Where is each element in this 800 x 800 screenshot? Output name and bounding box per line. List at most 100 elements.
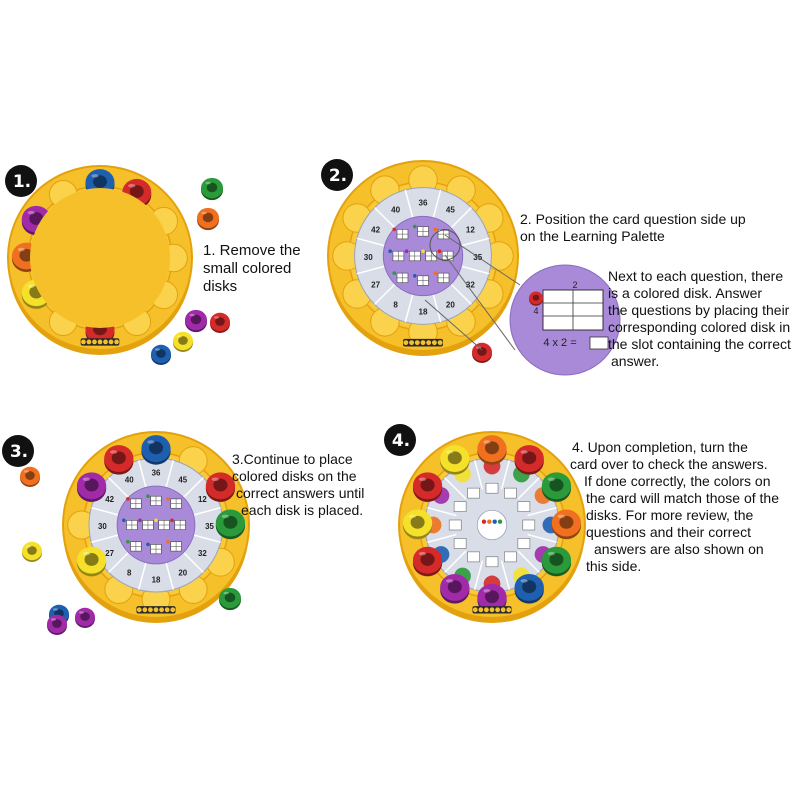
placed-disk xyxy=(514,445,544,475)
step-4-instructions: 4. Upon completion, turn the card over t… xyxy=(570,439,779,575)
card-answer: 20 xyxy=(178,568,187,577)
disk-hole xyxy=(148,441,164,455)
answer-grid xyxy=(453,538,467,549)
question-color-dot xyxy=(433,271,438,275)
question-color-dot xyxy=(166,539,170,544)
card-divider xyxy=(108,477,131,500)
disk-highlight xyxy=(547,477,555,481)
question-color-dot xyxy=(437,249,442,254)
card-divider xyxy=(427,533,457,544)
callout-source-ring xyxy=(429,229,461,261)
answer-grid xyxy=(467,487,480,499)
brand-logo-dot xyxy=(478,607,484,613)
question-color-dot xyxy=(146,494,150,499)
card-answer: 18 xyxy=(419,308,428,317)
logo-dot xyxy=(497,519,503,524)
disk-highlight xyxy=(418,551,427,556)
placed-disk xyxy=(141,435,171,465)
disk-hole xyxy=(29,212,44,225)
disk-hole xyxy=(410,515,425,529)
callout-line: answer. xyxy=(611,353,660,369)
card-answer: 8 xyxy=(393,300,398,309)
question-color-dot xyxy=(154,518,158,523)
placed-disk xyxy=(440,445,470,475)
disk-highlight xyxy=(446,579,454,583)
card-divider xyxy=(404,189,414,220)
disk-highlight xyxy=(51,618,56,621)
brand-logo-dot xyxy=(495,607,500,613)
badge-circle xyxy=(5,165,37,197)
brand-logo-dot xyxy=(92,339,97,345)
card-divider xyxy=(432,189,442,220)
colored-disk xyxy=(210,312,230,333)
disk-highlight xyxy=(82,477,91,481)
card-divider xyxy=(459,237,490,247)
disk-highlight xyxy=(211,477,219,481)
card-answer: 45 xyxy=(446,206,455,215)
placed-disk xyxy=(412,546,443,577)
colored-disk xyxy=(22,541,42,562)
card-divider xyxy=(459,265,490,275)
card-answer: 8 xyxy=(127,568,132,577)
question-color-dot xyxy=(126,497,130,501)
step-2-instructions: 2. Position the card question side up on… xyxy=(520,211,746,245)
answer-grid xyxy=(485,482,499,494)
card-answer: 40 xyxy=(125,476,134,485)
disk-highlight xyxy=(53,608,58,611)
disk-hole xyxy=(484,590,500,604)
question-color-dot xyxy=(412,274,417,278)
step-3-line: 3.Continue to place xyxy=(232,451,353,467)
logo-dot xyxy=(481,519,487,524)
disk-hole xyxy=(477,347,487,356)
callout-pointer xyxy=(444,234,521,286)
colored-disk xyxy=(47,614,67,635)
step-4-line: answers are also shown on xyxy=(594,541,764,557)
step-number-badge: 2. xyxy=(321,159,353,191)
card-answer: 32 xyxy=(466,280,475,289)
card-answer: 12 xyxy=(198,495,207,504)
question-color-dot xyxy=(404,249,409,254)
disk-highlight xyxy=(189,313,195,317)
card-answer: 20 xyxy=(446,300,455,309)
disk-hole xyxy=(549,553,564,566)
callout-line: corresponding colored disk in xyxy=(608,319,791,335)
disk-highlight xyxy=(408,514,417,519)
disk-highlight xyxy=(446,450,454,454)
card-divider xyxy=(432,292,442,323)
brand-logo-dot xyxy=(420,340,426,346)
disk-hole xyxy=(156,349,166,358)
brand-logo-dot xyxy=(426,340,432,346)
disk-hole xyxy=(447,580,462,594)
disk-highlight xyxy=(205,181,211,185)
card-divider xyxy=(444,477,467,500)
badge-label: 2. xyxy=(329,166,347,186)
question-color-dot xyxy=(126,539,130,544)
callout-pointer xyxy=(424,299,483,351)
brand-logo-dot xyxy=(114,339,119,345)
disk-hole xyxy=(84,478,99,492)
disk-hole xyxy=(178,336,188,345)
step-2-line: 2. Position the card question side up xyxy=(520,211,746,227)
card-divider xyxy=(404,292,414,323)
disk-highlight xyxy=(128,184,136,188)
question-color-dot xyxy=(122,518,126,523)
answer-grid xyxy=(504,487,517,499)
zoom-equation: 4 x 2 = xyxy=(543,337,576,349)
question-color-dot xyxy=(146,542,150,547)
colored-disk xyxy=(173,331,193,352)
step-1-line: disks xyxy=(203,278,238,295)
answer-grid xyxy=(517,501,531,512)
zoom-side-label: 4 xyxy=(533,306,538,316)
callout-line: Next to each question, there xyxy=(608,268,784,284)
answer-grid xyxy=(504,551,517,563)
brand-logo-dot xyxy=(506,607,512,613)
disk-hole xyxy=(206,182,218,193)
disk-hole xyxy=(202,212,214,223)
card-divider xyxy=(473,460,484,490)
card-divider xyxy=(164,460,175,490)
disk-highlight xyxy=(110,450,118,454)
placed-disk xyxy=(76,472,107,502)
badge-label: 4. xyxy=(392,431,410,451)
brand-logo-dot xyxy=(86,339,92,345)
